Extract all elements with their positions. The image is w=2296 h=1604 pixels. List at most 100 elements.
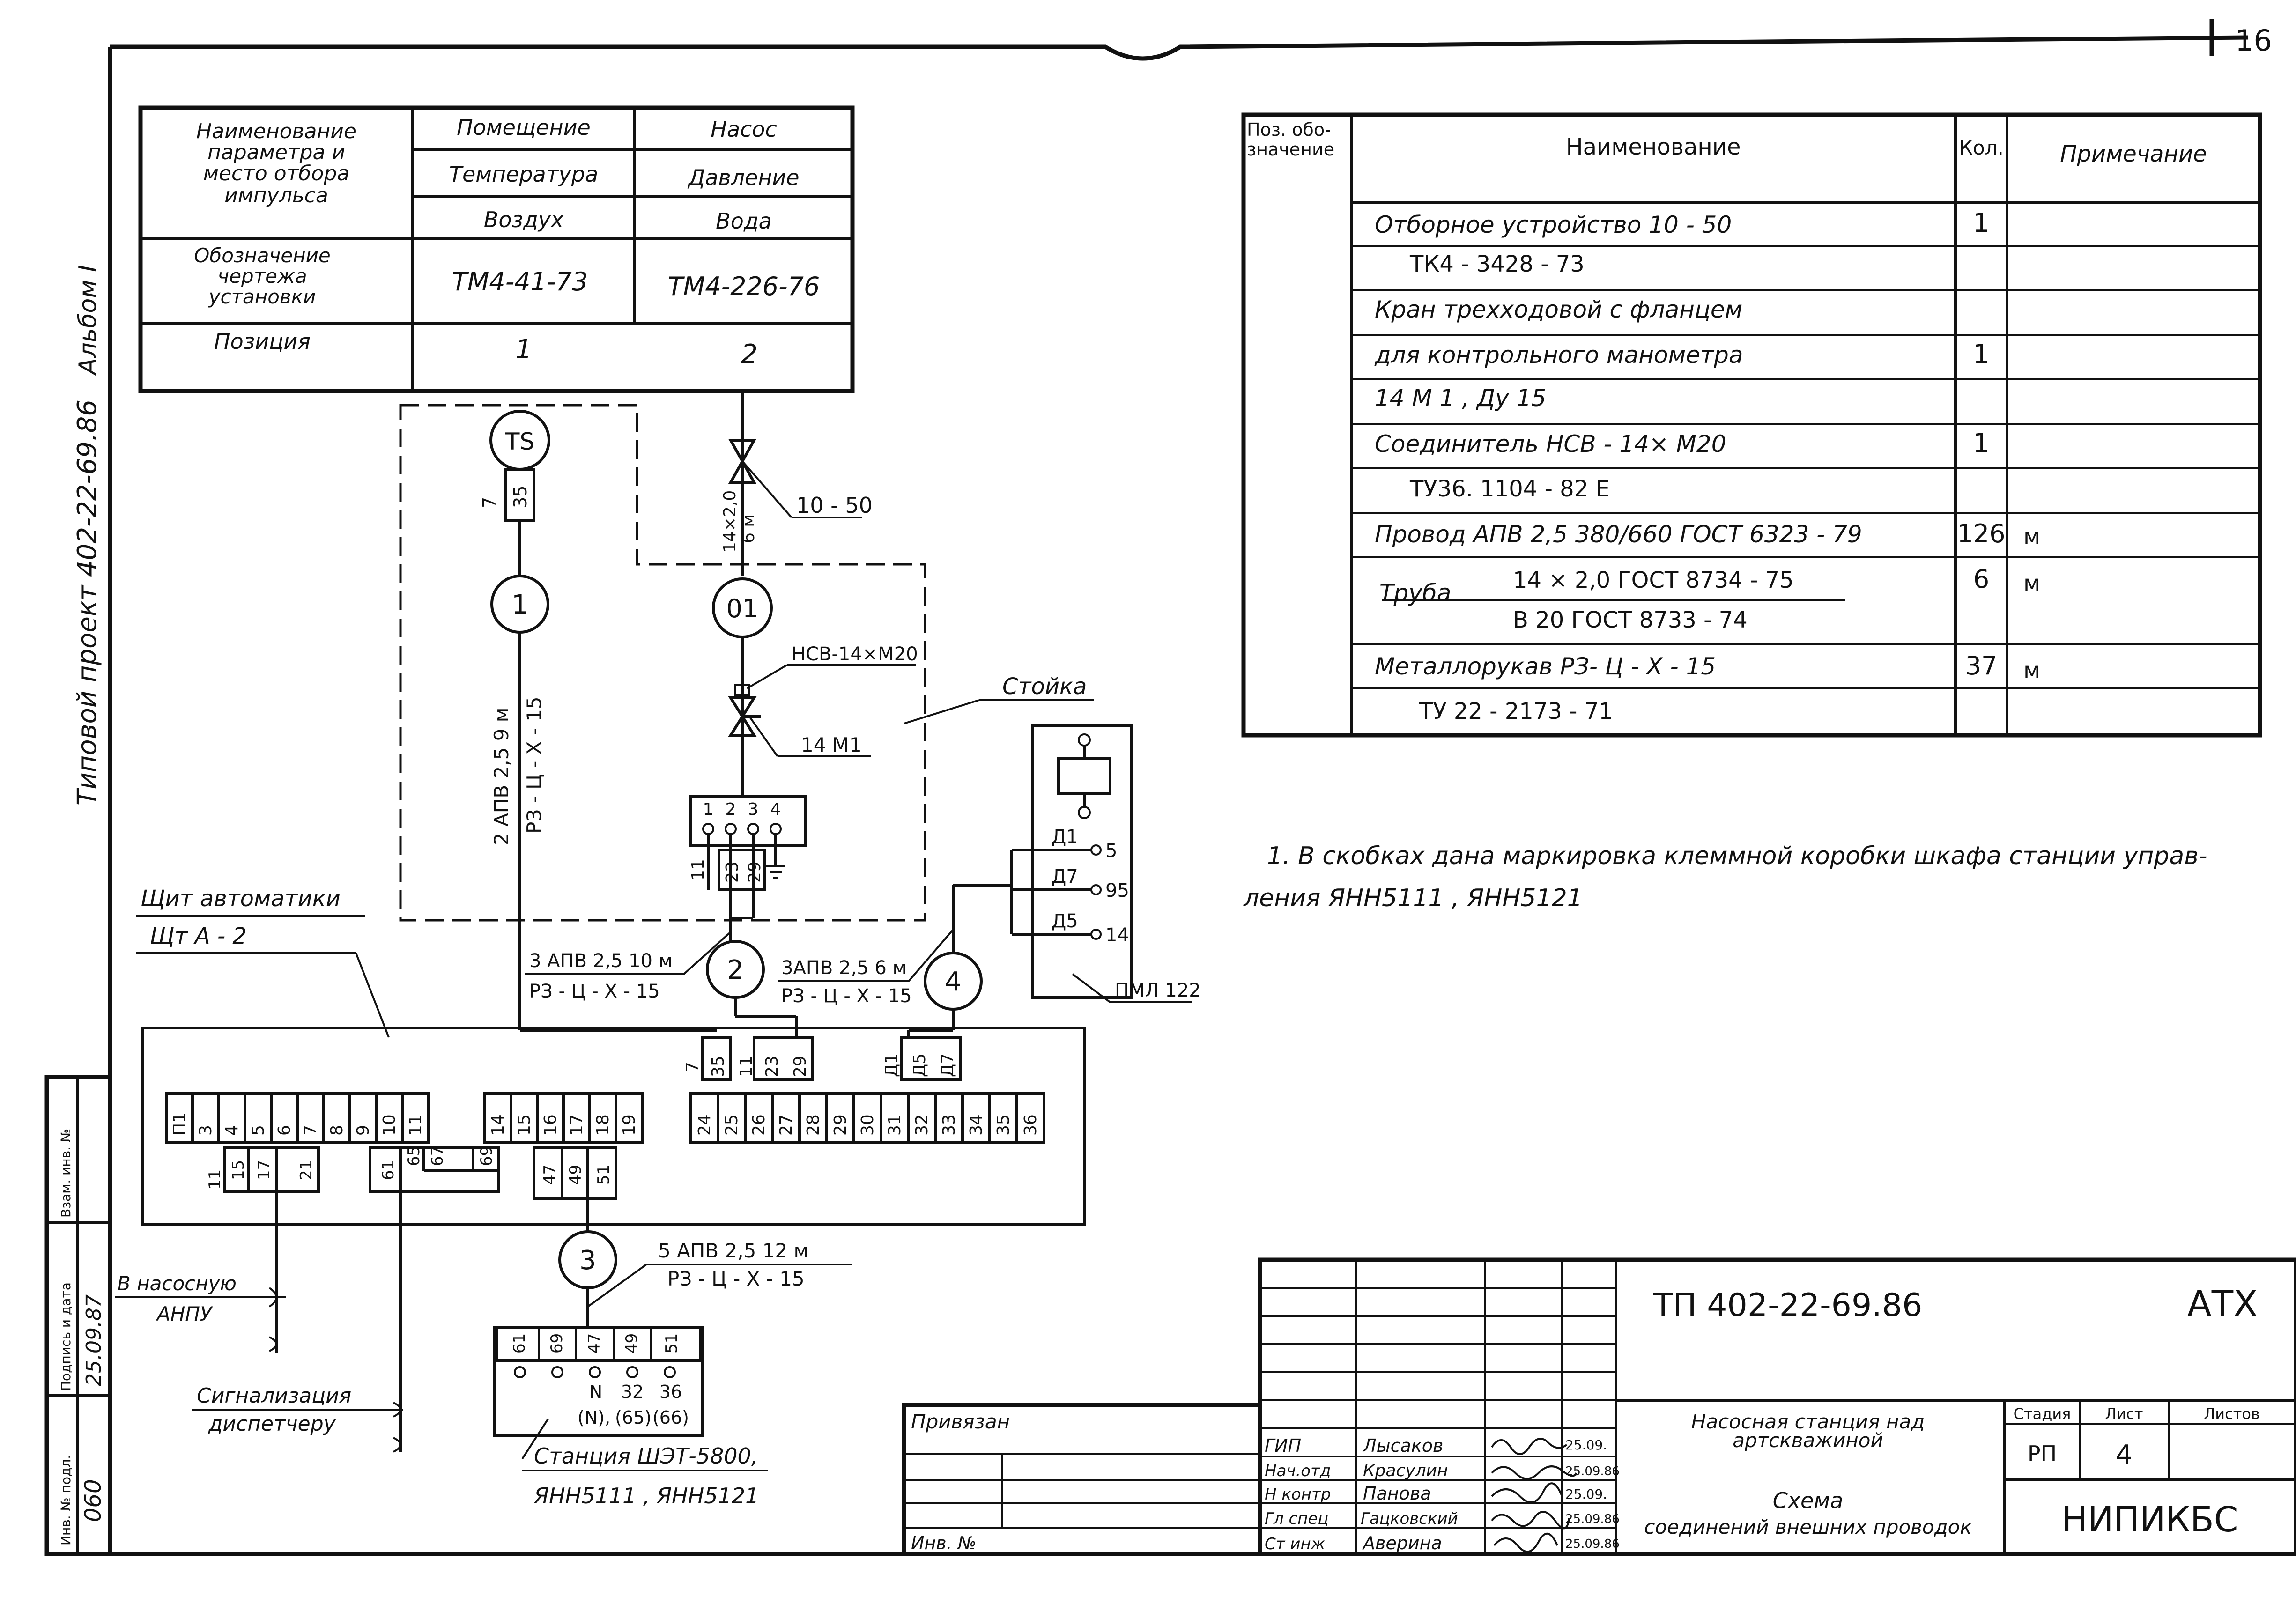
bottom-wire: 17 (255, 1160, 274, 1180)
terminal-cell (1015, 1092, 1045, 1144)
param-col2-mid: Давление (687, 165, 799, 190)
terminal-label: 17 (567, 1114, 586, 1136)
stamp-sheets-h: Листов (2204, 1405, 2260, 1423)
strip-label-inv: Инв. № подл. (58, 1455, 74, 1545)
stamp-stage: РП (2028, 1441, 2057, 1466)
pml-num: 14 (1105, 924, 1129, 946)
cable-3-b: РЗ - Ц - Х - 15 (667, 1267, 805, 1290)
param-row2-l3: установки (208, 285, 316, 308)
sheet-frame (108, 19, 2296, 1556)
stamp-date: 25.09.86 (1565, 1537, 1620, 1551)
station-mark: 32 (621, 1382, 644, 1402)
stand-dashed-outline (399, 404, 926, 922)
station-mark2: (66) (652, 1407, 689, 1428)
pml-term: Д7 (1052, 866, 1078, 887)
terminal-label: 4 (222, 1125, 242, 1136)
spec-row-unit: м (2023, 570, 2040, 597)
station-mark2: (65) (615, 1407, 652, 1428)
stamp-role: Нач.отд (1265, 1462, 1331, 1480)
box-wire: 11 (689, 859, 708, 880)
spec-row-name: для контрольного манометра (1374, 341, 1743, 369)
top-wire: Д7 (938, 1053, 957, 1077)
strip-label-vzam: Взам. инв. № (58, 1129, 74, 1218)
station-mark: N (589, 1382, 602, 1402)
m1-label: 14 М1 (801, 733, 862, 756)
valve-label: 10 - 50 (796, 493, 873, 518)
node-2-label: 2 (727, 955, 744, 985)
param-label-l3: место отбора (203, 162, 350, 185)
stamp-sheet: 4 (2116, 1440, 2133, 1470)
terminal-label: 29 (831, 1114, 850, 1136)
spec-row-name: Кран трехходовой с фланцем (1375, 296, 1742, 323)
spec-row-name: ТК4 - 3428 - 73 (1409, 251, 1585, 277)
bottom-wire: 51 (594, 1165, 613, 1185)
stamp-role: Гл спец (1265, 1509, 1328, 1528)
spec-row-qty: 1 (1973, 339, 1990, 370)
top-wire: 35 (709, 1056, 728, 1077)
terminal-label: 30 (858, 1114, 877, 1136)
spec-row-qty: 1 (1973, 428, 1990, 458)
node-3-label: 3 (579, 1245, 596, 1276)
spec-row-qty: 126 (1957, 519, 2005, 548)
bottom-wire: 21 (297, 1160, 316, 1180)
param-col1-top: Помещение (457, 115, 591, 140)
bottom-wire: 65 (405, 1146, 423, 1166)
panel-title: Щит автоматики (141, 886, 341, 912)
spec-header-qty: Кол. (1959, 136, 2004, 159)
strip-label-sign: Подпись и дата (58, 1282, 74, 1391)
to-pump-a: В насосную (117, 1272, 237, 1295)
terminal-label: 31 (885, 1114, 904, 1136)
station-term: 51 (662, 1333, 681, 1353)
note-line-2: ления ЯНН5111 , ЯНН5121 (1243, 884, 1583, 912)
terminal-label: 7 (301, 1125, 320, 1136)
stamp-stage-h: Стадия (2014, 1405, 2071, 1423)
param-table (138, 105, 855, 393)
cable-4-a: 3АПВ 2,5 6 м (781, 957, 907, 979)
spec-row-name-prefix: Труба (1379, 579, 1451, 606)
station-term: 69 (548, 1333, 566, 1353)
param-col2-drawing: ТМ4-226-76 (668, 272, 820, 301)
param-row2-l2: чертежа (217, 265, 307, 288)
top-wire: Д5 (910, 1053, 929, 1077)
stamp-privyazan: Привязан (911, 1410, 1010, 1433)
terminal-label: 6 (275, 1125, 294, 1136)
top-wire: 23 (763, 1056, 782, 1077)
note-line-1: 1. В скобках дана маркировка клеммной ко… (1267, 842, 2207, 870)
signal-a: Сигнализация (197, 1384, 351, 1408)
station-mark: 36 (659, 1382, 682, 1402)
strip-inv-no: 060 (80, 1479, 106, 1522)
stamp-name: Аверина (1362, 1533, 1442, 1553)
stamp-name: Лысаков (1362, 1435, 1443, 1456)
cable-1-a: 2 АПВ 2,5 9 м (490, 708, 513, 845)
cable-3-a: 5 АПВ 2,5 12 м (658, 1239, 808, 1262)
spec-header-name: Наименование (1566, 134, 1741, 160)
terminal-cell (401, 1092, 430, 1144)
param-col1-position: 1 (515, 334, 532, 365)
ts-term: 35 (510, 486, 531, 508)
terminal-cell (615, 1092, 644, 1144)
pml-term: Д5 (1052, 910, 1078, 932)
pml-num: 95 (1105, 880, 1129, 902)
station-mark2: (N), (578, 1407, 610, 1428)
connection-box (689, 795, 807, 847)
stamp-role: Н контр (1265, 1485, 1331, 1504)
ts-term: 7 (479, 497, 500, 508)
stoyka-label: Стойка (1002, 673, 1087, 700)
stamp-org: НИПИКБС (2062, 1500, 2238, 1540)
pml-term: Д1 (1052, 826, 1078, 848)
to-pump-b: АНПУ (156, 1302, 213, 1325)
spec-row-name: Отборное устройство 10 - 50 (1375, 211, 1732, 238)
signal-b: диспетчеру (208, 1412, 336, 1436)
terminal-label: 36 (1021, 1114, 1040, 1136)
box-term: 1 (703, 800, 714, 819)
spec-row-unit: м (2023, 658, 2040, 684)
spec-row-name: ТУ 22 - 2173 - 71 (1419, 698, 1613, 724)
spec-row-name: ТУ36. 1104 - 82 Е (1409, 476, 1610, 502)
spec-row-name: 14 М 1 , Ду 15 (1375, 384, 1546, 412)
stamp-date: 25.09. (1565, 1486, 1607, 1502)
pipe-label-b: 6 м (739, 514, 758, 543)
terminal-label: 16 (541, 1114, 560, 1136)
terminal-label: 33 (940, 1114, 959, 1136)
